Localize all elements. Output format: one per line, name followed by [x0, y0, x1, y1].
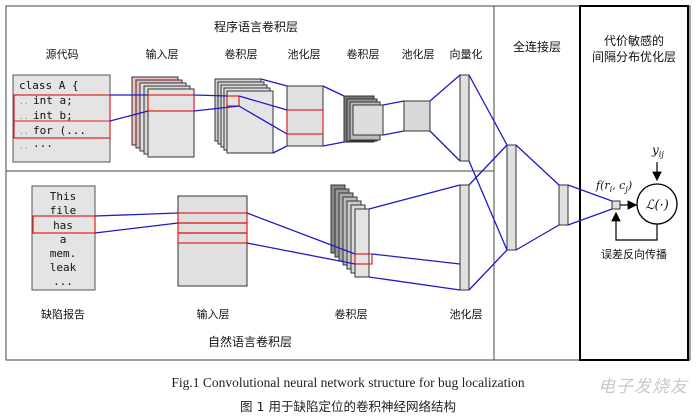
report-word: file: [50, 204, 77, 217]
bug-report-box: [31, 185, 96, 291]
code-connectors: [109, 74, 461, 162]
output-node: [611, 200, 621, 210]
figure-caption-en: Fig.1 Convolutional neural network struc…: [171, 375, 525, 390]
code-indent-dots: ..: [19, 97, 29, 106]
code-line: for (...: [33, 124, 86, 137]
report-word: leak: [50, 261, 77, 274]
backprop-label: 误差反向传播: [601, 247, 667, 261]
label-code-pool1: 池化层: [288, 47, 321, 61]
nl-connectors: [94, 184, 461, 291]
code-conv1-stack: [214, 78, 274, 154]
code-conv2-stack: [343, 95, 384, 143]
nl-input-highlights: [177, 212, 248, 244]
report-word: a: [60, 233, 67, 246]
input-highlight: [147, 94, 195, 112]
figure-caption-zh: 图 1 用于缺陷定位的卷积神经网络结构: [240, 399, 456, 414]
code-line: ...: [33, 137, 53, 150]
report-word: mem.: [50, 247, 77, 260]
code-line: class A {: [19, 79, 79, 92]
source-code-box: [12, 74, 111, 163]
fc-layer2: [558, 184, 569, 226]
nl-conv-stack: [330, 184, 370, 278]
report-highlight: [32, 215, 96, 234]
label-code-pool2: 池化层: [402, 47, 435, 61]
code-line: int b;: [33, 109, 73, 122]
fc-connectors: [468, 74, 613, 291]
label-nl-input: 输入层: [197, 307, 230, 321]
report-word: has: [53, 219, 73, 232]
y-ij-label: yij: [651, 143, 664, 159]
code-input-stack: [131, 76, 195, 158]
cost-title-line2: 间隔分布优化层: [592, 50, 676, 64]
report-word: This: [50, 190, 77, 203]
backprop-arrow: [611, 211, 658, 241]
pool1-highlight: [286, 109, 324, 135]
label-nl-conv: 卷积层: [335, 307, 368, 321]
label-code-conv2: 卷积层: [347, 47, 380, 61]
code-conv-title: 程序语言卷积层: [214, 19, 298, 34]
label-code-conv1: 卷积层: [225, 47, 258, 61]
code-indent-dots: ..: [19, 112, 29, 121]
label-bug-report: 缺陷报告: [41, 307, 85, 321]
code-indent-dots: ..: [19, 127, 29, 136]
nl-conv-title: 自然语言卷积层: [208, 334, 292, 349]
code-line: int a;: [33, 94, 73, 107]
report-word: ...: [53, 275, 73, 288]
code-pool1-box: [286, 85, 324, 147]
cost-sensitive-panel: [579, 5, 689, 361]
fc-title: 全连接层: [513, 39, 561, 54]
code-pool2-box: [403, 100, 431, 132]
loss-label: ℒ(·): [645, 198, 669, 213]
nl-input-box: [177, 195, 248, 287]
label-source-code: 源代码: [46, 47, 79, 61]
label-nl-pool: 池化层: [450, 307, 483, 321]
conv1-cell-highlight: [226, 95, 240, 107]
code-highlight: [13, 94, 111, 139]
code-vector-box: [459, 74, 470, 162]
label-code-vectorize: 向量化: [450, 47, 483, 61]
cost-title-line1: 代价敏感的: [604, 33, 664, 48]
nl-pool-box: [459, 184, 470, 291]
outer-frame: [5, 5, 691, 361]
watermark-logo: 电子发烧友: [598, 377, 688, 397]
fc-layer1: [506, 144, 517, 251]
f-function-label: f(ri, cj): [595, 179, 632, 194]
nl-conv-highlight: [354, 253, 373, 265]
label-code-input: 输入层: [146, 47, 179, 61]
code-indent-dots: ..: [19, 142, 29, 151]
